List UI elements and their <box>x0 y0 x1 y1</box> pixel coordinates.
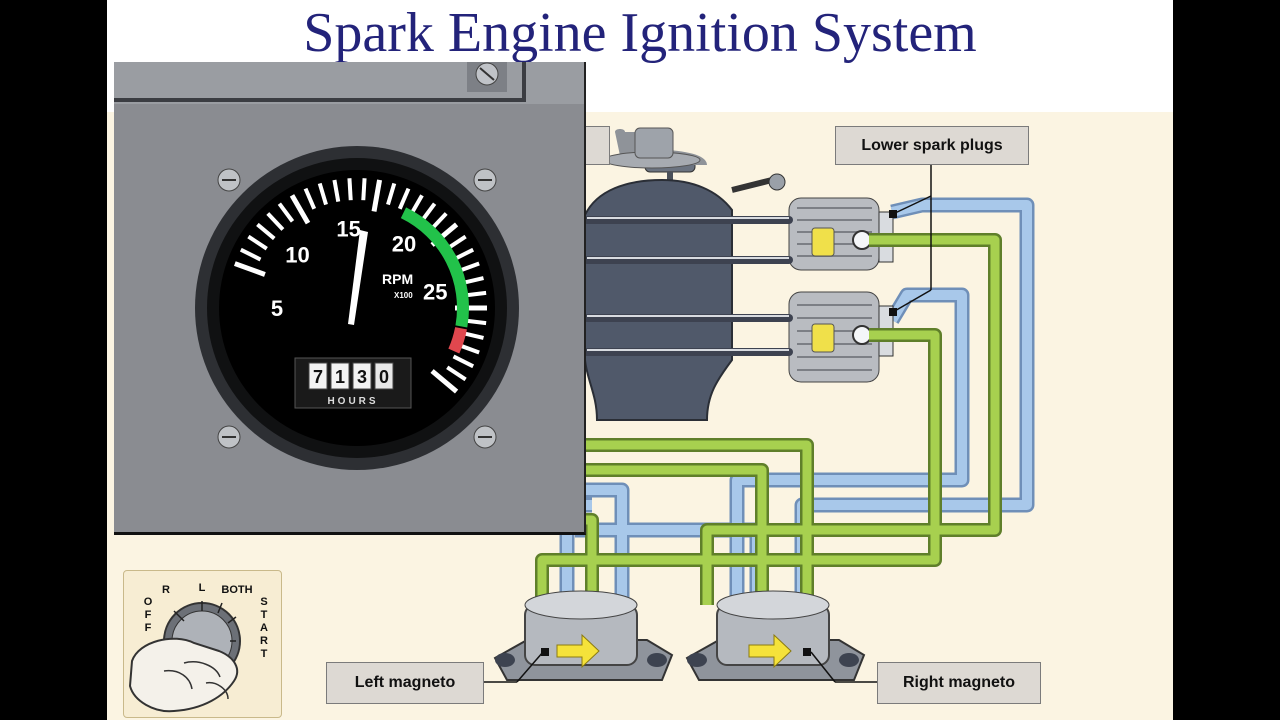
scale-label: 15 <box>336 216 360 241</box>
tick-mark <box>430 369 459 394</box>
switch-label-off: F <box>145 622 152 634</box>
switch-label-r: R <box>162 584 170 596</box>
slide: Spark Engine Ignition System Lower spark… <box>107 0 1173 720</box>
svg-text:3: 3 <box>357 367 367 387</box>
scale-label: 5 <box>271 296 283 321</box>
tick-mark <box>289 194 311 225</box>
tick-mark <box>317 182 328 206</box>
switch-label-start: S <box>260 596 267 608</box>
lower-spark-plugs-label: Lower spark plugs <box>835 126 1029 165</box>
right-magneto-label: Right magneto <box>877 662 1041 704</box>
svg-text:0: 0 <box>379 367 389 387</box>
leader-lines <box>482 163 932 683</box>
switch-label-l: L <box>199 582 206 594</box>
tick-mark <box>446 365 467 382</box>
scale-label: 10 <box>285 242 309 267</box>
screws <box>217 168 497 449</box>
hour-digit: 0 <box>374 362 394 390</box>
switch-label-off: F <box>145 609 152 621</box>
tick-mark <box>256 222 276 241</box>
hour-digit: 3 <box>352 362 372 390</box>
tachometer-arcs <box>400 207 469 354</box>
tick-mark <box>233 261 266 277</box>
rpm-multiplier-label: X100 <box>394 291 413 300</box>
svg-text:7: 7 <box>313 367 323 387</box>
red-arc <box>448 326 467 354</box>
right-magneto <box>685 590 866 681</box>
hour-digit: 1 <box>330 362 350 390</box>
tick-mark <box>303 187 317 210</box>
scale-label: 20 <box>392 231 416 256</box>
scale-label: 25 <box>423 279 447 304</box>
switch-label-start: R <box>260 635 268 647</box>
green-leads-fill <box>537 235 1000 605</box>
hours-label: HOURS <box>327 396 378 407</box>
left-magneto-label: Left magneto <box>326 662 484 704</box>
tick-mark <box>371 179 383 212</box>
tachometer-needle <box>348 230 368 325</box>
switch-label-both: BOTH <box>221 584 252 596</box>
hour-digit: 7 <box>308 362 328 390</box>
tick-mark <box>386 182 397 206</box>
green-arc <box>400 207 469 328</box>
switch-label-start: T <box>261 648 268 660</box>
tick-mark <box>332 179 341 202</box>
switch-label-start: A <box>260 622 268 634</box>
tick-mark <box>266 212 285 231</box>
tick-mark <box>361 178 367 201</box>
left-magneto <box>493 590 674 681</box>
tick-mark <box>397 187 411 210</box>
engine-cylinder <box>583 127 897 421</box>
tick-mark <box>247 234 268 251</box>
rpm-unit-label: RPM <box>382 271 413 287</box>
tick-mark <box>277 202 295 223</box>
tachometer-scale: 5 10 15 20 25 <box>271 216 448 321</box>
svg-text:1: 1 <box>335 367 345 387</box>
tick-mark <box>347 178 353 201</box>
slide-title: Spark Engine Ignition System <box>303 2 977 64</box>
switch-label-off: O <box>144 596 153 608</box>
tick-mark <box>239 247 262 262</box>
switch-label-start: T <box>261 609 268 621</box>
tick-mark <box>452 354 475 369</box>
